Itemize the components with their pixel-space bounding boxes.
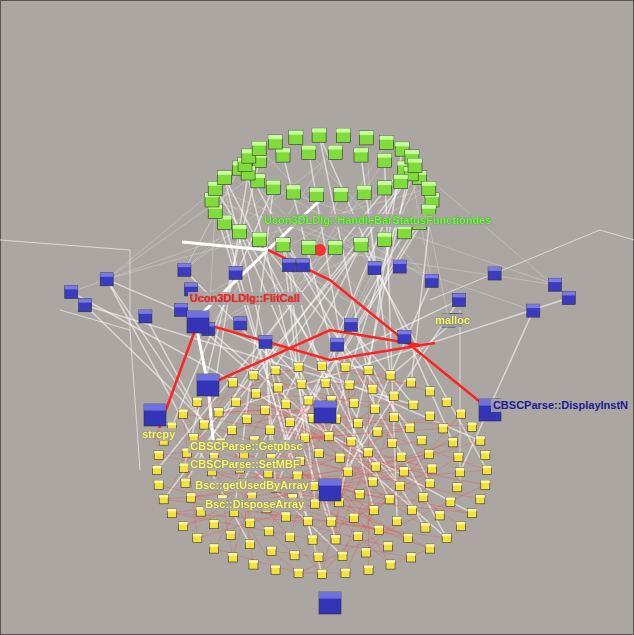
function-label: CBSCParse::DisplayInstN — [491, 399, 630, 412]
blue-cubes — [65, 259, 576, 351]
function-label: strcpy — [140, 428, 177, 441]
green-cubes — [205, 128, 439, 254]
function-label: Bsc::DisposeArray — [203, 498, 306, 511]
yellow-cubes — [153, 362, 492, 579]
vertical-edges — [71, 135, 569, 574]
large-blue-cubes — [144, 311, 501, 614]
function-label: CBSCParse::SetMBF — [188, 458, 301, 471]
function-label: Ucon3DLDlg::FlitCall — [188, 292, 302, 305]
call-edges — [155, 244, 490, 574]
function-label: Bsc::getUsedByArray — [193, 479, 311, 492]
function-label: malloc — [433, 314, 472, 327]
function-label: Ucon3DLDlg::HandleBarStatusFunctiondes — [262, 214, 493, 227]
function-label: CBSCParse::Getpbsc — [188, 440, 304, 453]
